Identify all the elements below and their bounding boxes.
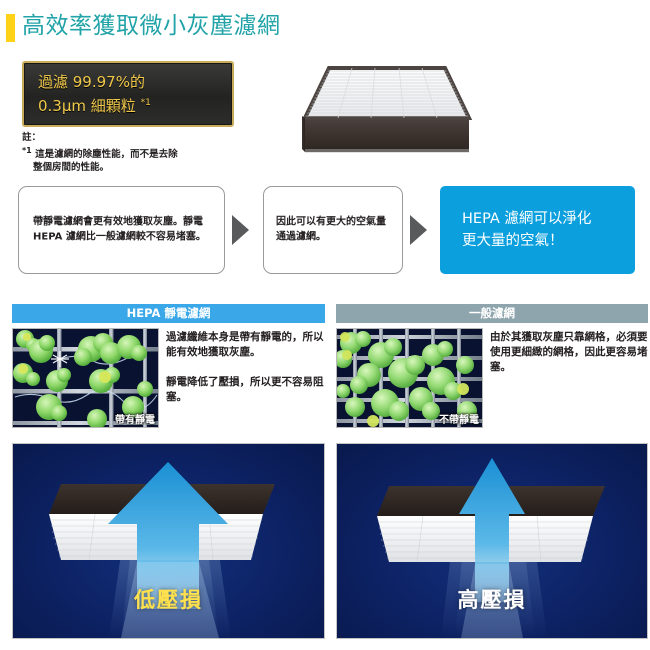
footnote-line-2: 整個房間的性能。 — [33, 162, 110, 174]
footnote-heading: 註： — [22, 132, 42, 143]
microscope-right-label: 不帶靜電 — [439, 415, 479, 426]
flow-result-box: HEPA 濾網可以淨化 更大量的空氣！ — [440, 186, 635, 274]
footnote-mark: *1 — [22, 146, 32, 155]
pressure-loss-low-label: 低壓損 — [134, 588, 203, 612]
pressure-loss-low-panel: 低壓損 — [12, 443, 325, 639]
callout-footnote-mark: *1 — [140, 97, 151, 108]
comparison-left-header: HEPA 靜電濾網 — [12, 304, 325, 323]
comparison-right-text: 由於其獲取灰塵只靠網格，必須要使用更細緻的網格，因此更容易堵塞。 — [490, 330, 648, 375]
flow-step-2-text: 因此可以有更大的空氣量通過濾網。 — [276, 216, 386, 243]
microscope-image-electrostatic: 帶有靜電 — [12, 328, 159, 428]
microscope-left-label: 帶有靜電 — [115, 415, 155, 426]
page-title: 高效率獲取微小灰塵濾網 — [22, 13, 281, 39]
flow-step-2: 因此可以有更大的空氣量通過濾網。 — [263, 186, 403, 274]
callout-line-1: 過濾 99.97%的 — [38, 72, 145, 91]
title-accent-bar — [6, 14, 15, 42]
callout-line-2-text: 0.3μm 細顆粒 — [38, 96, 136, 115]
comparison-left-text-1: 過濾纖維本身是帶有靜電的，所以能有效地獲取灰塵。 — [166, 331, 324, 358]
flow-arrow-1-icon — [232, 215, 249, 245]
callout-line-2: 0.3μm 細顆粒 *1 — [38, 93, 232, 117]
footnote-block: 註： *1 這是濾網的除塵性能，而不是去除 整個房間的性能。 — [22, 131, 237, 174]
flow-result-line-2: 更大量的空氣！ — [462, 233, 564, 249]
flow-step-1-text: 帶靜電濾網會更有效地獲取灰塵。靜電 HEPA 濾網比一般濾網較不容易堵塞。 — [33, 216, 206, 243]
flow-result-text: HEPA 濾網可以淨化 更大量的空氣！ — [462, 208, 625, 252]
comparison-right-header: 一般濾網 — [336, 304, 648, 323]
spec-callout-box: 過濾 99.97%的 0.3μm 細顆粒 *1 — [22, 61, 234, 127]
pressure-loss-high-panel: 高壓損 — [336, 443, 648, 639]
footnote-line-1-text: 這是濾網的除塵性能，而不是去除 — [35, 149, 178, 161]
flow-step-1: 帶靜電濾網會更有效地獲取灰塵。靜電 HEPA 濾網比一般濾網較不容易堵塞。 — [18, 186, 225, 274]
comparison-left-text: 過濾纖維本身是帶有靜電的，所以能有效地獲取灰塵。 靜電降低了壓損，所以更不容易阻… — [166, 330, 326, 405]
comparison-right-text-1: 由於其獲取灰塵只靠網格，必須要使用更細緻的網格，因此更容易堵塞。 — [490, 331, 648, 373]
flow-result-line-1: HEPA 濾網可以淨化 — [462, 211, 592, 227]
footnote-line-1: *1 這是濾網的除塵性能，而不是去除 — [22, 144, 237, 161]
microscope-image-standard: 不帶靜電 — [336, 328, 483, 428]
flow-arrow-2-icon — [410, 215, 427, 245]
hepa-filter-photo — [285, 56, 485, 168]
pressure-loss-high-label: 高壓損 — [457, 588, 527, 612]
comparison-left-text-2: 靜電降低了壓損，所以更不容易阻塞。 — [166, 376, 324, 403]
